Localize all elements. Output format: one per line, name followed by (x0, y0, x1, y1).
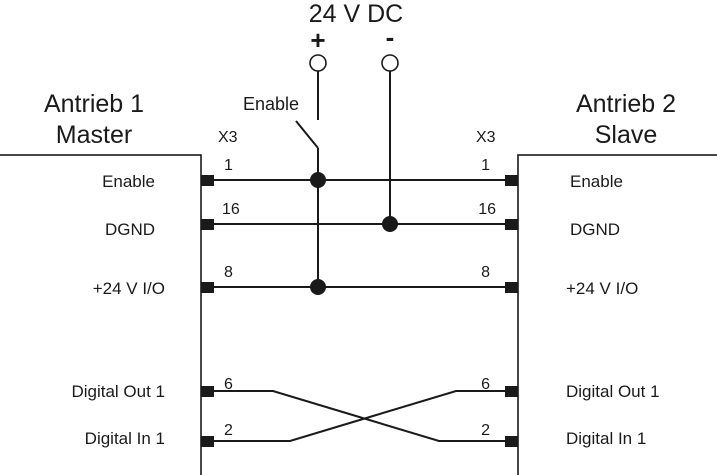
pin-right-out1: 6 (481, 376, 490, 393)
pin-right-dgnd: 16 (478, 201, 496, 218)
drive1-role: Master (56, 121, 132, 149)
wire-out1-to-in2 (207, 390, 512, 442)
terminal-right-16 (505, 219, 518, 230)
signal-left-dgnd: DGND (105, 220, 155, 239)
terminal-left-1 (201, 175, 214, 186)
minus-terminal (381, 54, 399, 72)
junction-24v-io (310, 279, 326, 295)
drive2-box (517, 154, 717, 475)
signal-left-out1: Digital Out 1 (71, 382, 165, 401)
signal-left-24v: +24 V I/O (93, 279, 165, 298)
signal-left-in1: Digital In 1 (85, 429, 165, 448)
junction-dgnd (382, 216, 398, 232)
signal-right-out1: Digital Out 1 (566, 382, 660, 401)
drive2-connector-label: X3 (476, 129, 496, 146)
pin-left-dgnd: 16 (222, 201, 240, 218)
drive2-title: Antrieb 2 (576, 90, 676, 118)
signal-right-24v: +24 V I/O (566, 279, 638, 298)
pin-left-24v: 8 (224, 264, 233, 281)
terminal-right-8 (505, 282, 518, 293)
plus-terminal (309, 54, 327, 72)
drive1-title: Antrieb 1 (44, 90, 144, 118)
switch-label: Enable (243, 94, 299, 114)
pin-left-out1: 6 (224, 376, 233, 393)
signal-right-dgnd: DGND (570, 220, 620, 239)
signal-right-in1: Digital In 1 (566, 429, 646, 448)
terminal-right-6 (505, 386, 518, 397)
terminal-left-6 (201, 386, 214, 397)
pin-left-in1: 2 (224, 422, 233, 439)
enable-switch (295, 71, 319, 287)
junction-enable (310, 172, 326, 188)
wire-in1-from-out2 (207, 390, 512, 442)
terminal-left-2 (201, 436, 214, 447)
supply-label: 24 V DC (309, 0, 403, 28)
terminal-right-2 (505, 436, 518, 447)
pin-right-24v: 8 (481, 264, 490, 281)
terminal-left-16 (201, 219, 214, 230)
signal-left-enable: Enable (102, 172, 155, 191)
pin-right-in1: 2 (481, 422, 490, 439)
terminal-right-1 (505, 175, 518, 186)
drive1-box (0, 154, 202, 475)
drive2-role: Slave (595, 121, 658, 149)
pin-right-enable: 1 (481, 157, 490, 174)
pin-left-enable: 1 (224, 157, 233, 174)
terminal-left-8 (201, 282, 214, 293)
minus-symbol: - (386, 22, 395, 52)
drive1-connector-label: X3 (218, 129, 238, 146)
plus-symbol: + (310, 25, 325, 55)
signal-right-enable: Enable (570, 172, 623, 191)
